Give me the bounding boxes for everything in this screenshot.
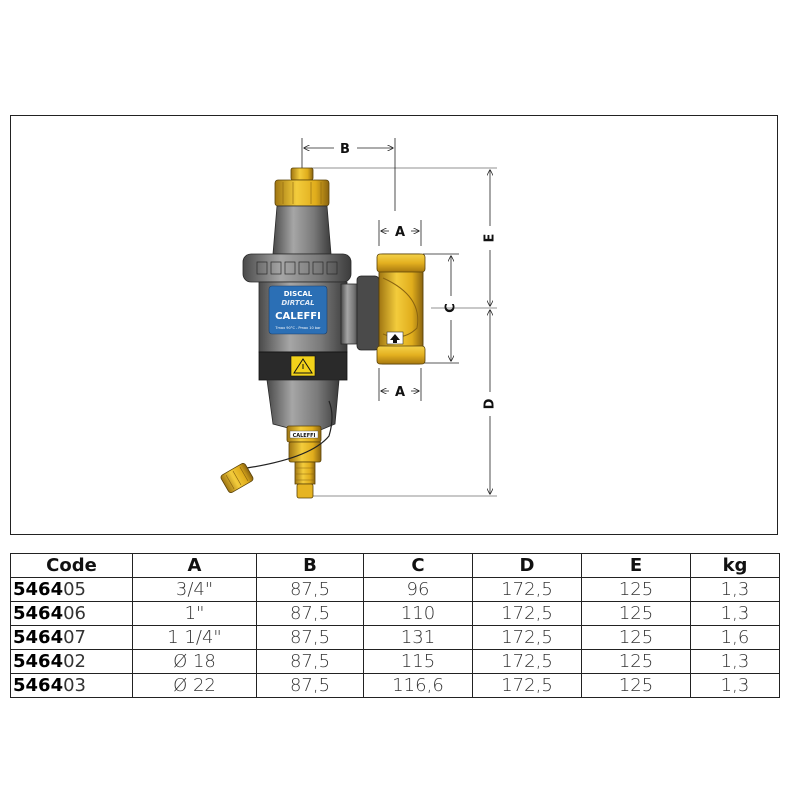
cell-code: 546407: [10, 625, 133, 650]
cell-code: 546403: [10, 673, 133, 698]
cell-d: 172,5: [472, 625, 582, 650]
cell-e: 125: [581, 625, 691, 650]
dirt-separator: DISCAL DIRTCAL CALEFFI Tmax 90°C - Pmax …: [220, 167, 380, 499]
code-prefix: 5464: [13, 674, 64, 696]
cell-kg: 1,3: [690, 577, 780, 602]
cell-c: 110: [363, 601, 473, 626]
cell-e: 125: [581, 601, 691, 626]
code-suffix: 02: [63, 650, 87, 672]
header-b: B: [256, 553, 364, 578]
code-suffix: 06: [63, 602, 87, 624]
header-e: E: [581, 553, 691, 578]
cell-b: 87,5: [256, 673, 364, 698]
air-vent-cap: [290, 167, 314, 181]
code-suffix: 03: [63, 674, 87, 696]
cell-c: 115: [363, 649, 473, 674]
table-row: 546402 Ø 18 87,5 115 172,5 125 1,3: [10, 649, 780, 674]
cell-a: 1": [132, 601, 257, 626]
code-prefix: 5464: [13, 578, 64, 600]
table-row: 546405 3/4" 87,5 96 172,5 125 1,3: [10, 577, 780, 602]
cell-d: 172,5: [472, 577, 582, 602]
label-line2: DIRTCAL: [281, 299, 314, 307]
dimension-c: C: [423, 253, 459, 364]
header-code: Code: [10, 553, 133, 578]
header-c: C: [363, 553, 473, 578]
dimension-e-d: E D: [311, 167, 498, 497]
cell-b: 87,5: [256, 601, 364, 626]
cell-d: 172,5: [472, 649, 582, 674]
cell-e: 125: [581, 577, 691, 602]
table-row: 546407 1 1/4" 87,5 131 172,5 125 1,6: [10, 625, 780, 650]
cell-kg: 1,6: [690, 625, 780, 650]
dimension-a-bottom: A: [378, 368, 422, 401]
cell-kg: 1,3: [690, 601, 780, 626]
cell-a: Ø 22: [132, 673, 257, 698]
cell-a: 3/4": [132, 577, 257, 602]
label-a-top: A: [395, 225, 405, 240]
code-prefix: 5464: [13, 650, 64, 672]
label-brand: CALEFFI: [275, 311, 321, 322]
header-a: A: [132, 553, 257, 578]
cell-b: 87,5: [256, 577, 364, 602]
cell-e: 125: [581, 673, 691, 698]
cell-a: Ø 18: [132, 649, 257, 674]
cell-e: 125: [581, 649, 691, 674]
code-suffix: 07: [63, 626, 87, 648]
cell-c: 96: [363, 577, 473, 602]
label-b: B: [340, 142, 350, 157]
label-d: D: [483, 398, 498, 409]
header-kg: kg: [690, 553, 780, 578]
cell-a: 1 1/4": [132, 625, 257, 650]
cell-b: 87,5: [256, 625, 364, 650]
valve-brand: CALEFFI: [293, 433, 316, 439]
cell-d: 172,5: [472, 673, 582, 698]
label-line1: DISCAL: [284, 290, 313, 298]
code-prefix: 5464: [13, 626, 64, 648]
table-header-row: Code A B C D E kg: [10, 553, 780, 578]
table-row: 546403 Ø 22 87,5 116,6 172,5 125 1,3: [10, 673, 780, 698]
cell-code: 546406: [10, 601, 133, 626]
dimension-b: B: [301, 138, 396, 211]
label-a-bottom: A: [395, 385, 405, 400]
code-suffix: 05: [63, 578, 87, 600]
dimension-a-top: A: [378, 220, 422, 246]
cell-c: 116,6: [363, 673, 473, 698]
cell-code: 546405: [10, 577, 133, 602]
specification-table: Code A B C D E kg 546405 3/4" 87,5 96 17…: [10, 553, 780, 698]
brass-fitting: [376, 253, 426, 365]
product-label: [268, 285, 328, 335]
cell-code: 546402: [10, 649, 133, 674]
cell-d: 172,5: [472, 601, 582, 626]
cell-c: 131: [363, 625, 473, 650]
label-e: E: [483, 234, 498, 243]
cell-b: 87,5: [256, 649, 364, 674]
separator-diagram: B A A C: [220, 138, 498, 499]
technical-drawing: B A A C: [10, 115, 778, 535]
cell-kg: 1,3: [690, 673, 780, 698]
cell-kg: 1,3: [690, 649, 780, 674]
table-row: 546406 1" 87,5 110 172,5 125 1,3: [10, 601, 780, 626]
code-prefix: 5464: [13, 602, 64, 624]
label-small-print: Tmax 90°C - Pmax 10 bar: [274, 326, 321, 330]
header-d: D: [472, 553, 582, 578]
